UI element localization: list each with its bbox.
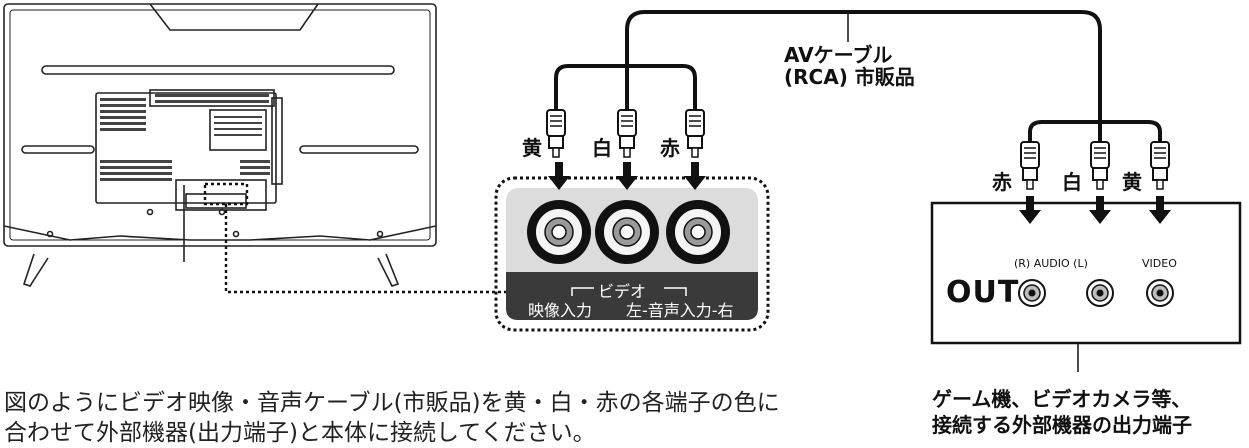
tv-vent-pattern [100, 94, 270, 181]
tv-plug-red [685, 101, 705, 158]
device-audio-left-jack [1086, 279, 1114, 307]
tv-audio-right-jack [665, 199, 731, 265]
instruction-line1: 図のようにビデオ映像・音声ケーブル(市販品)を黄・白・赤の各端子の色に [4, 390, 780, 416]
device-audio-right-jack [1018, 279, 1046, 307]
cable-label-line1: AVケーブル [784, 43, 893, 67]
device-plug-yellow-arrow [1149, 196, 1171, 224]
device-plug-yellow [1150, 133, 1170, 190]
tv-panel-group-label: ビデオ [598, 282, 647, 301]
device-plug-red-label: 赤 [992, 170, 1012, 194]
tv-plug-red-arrow [684, 162, 706, 190]
av-cable [554, 10, 1162, 140]
zoom-leader [203, 182, 516, 294]
device-plug-white-arrow [1089, 196, 1111, 224]
tv-panel-video-in-label: 映像入力 [528, 301, 593, 320]
device-plug-red [1020, 133, 1040, 190]
tv-plug-white-arrow [616, 162, 638, 190]
device-callout-line1: ゲーム機、ビデオカメラ等、 [932, 387, 1192, 411]
tv-back-illustration [3, 3, 437, 287]
device-output-panel [930, 201, 1242, 345]
device-callout: ゲーム機、ビデオカメラ等、 接続する外部機器の出力端子 [932, 386, 1192, 438]
tv-plug-yellow [546, 101, 566, 158]
tv-plug-white-label: 白 [592, 136, 612, 160]
tv-panel-audio-in-label: 左-音声入力-右 [626, 301, 734, 320]
instruction-line2: 合わせて外部機器(出力端子)と本体に接続してください。 [4, 420, 596, 446]
device-plug-white [1090, 133, 1110, 190]
tv-plug-white [617, 101, 637, 158]
device-plug-yellow-label: 黄 [1122, 170, 1142, 194]
device-plug-white-label: 白 [1062, 170, 1082, 194]
device-plug-red-arrow [1019, 196, 1041, 224]
tv-video-jack [526, 199, 592, 265]
device-out-label: OUT [946, 275, 1020, 310]
cable-label-line2: (RCA) 市販品 [784, 65, 915, 89]
device-audio-label: (R) AUDIO (L) [1014, 257, 1088, 270]
tv-audio-left-jack [594, 199, 660, 265]
tv-plug-red-label: 赤 [660, 136, 680, 160]
tv-plug-yellow-label: 黄 [522, 136, 542, 160]
cable-label: AVケーブル (RCA) 市販品 [784, 44, 915, 88]
tv-plug-yellow-arrow [548, 162, 570, 190]
instruction-text: 図のようにビデオ映像・音声ケーブル(市販品)を黄・白・赤の各端子の色に 合わせて… [4, 388, 780, 448]
device-callout-line2: 接続する外部機器の出力端子 [932, 413, 1192, 437]
device-video-label: VIDEO [1142, 257, 1177, 270]
device-video-jack [1146, 279, 1174, 307]
